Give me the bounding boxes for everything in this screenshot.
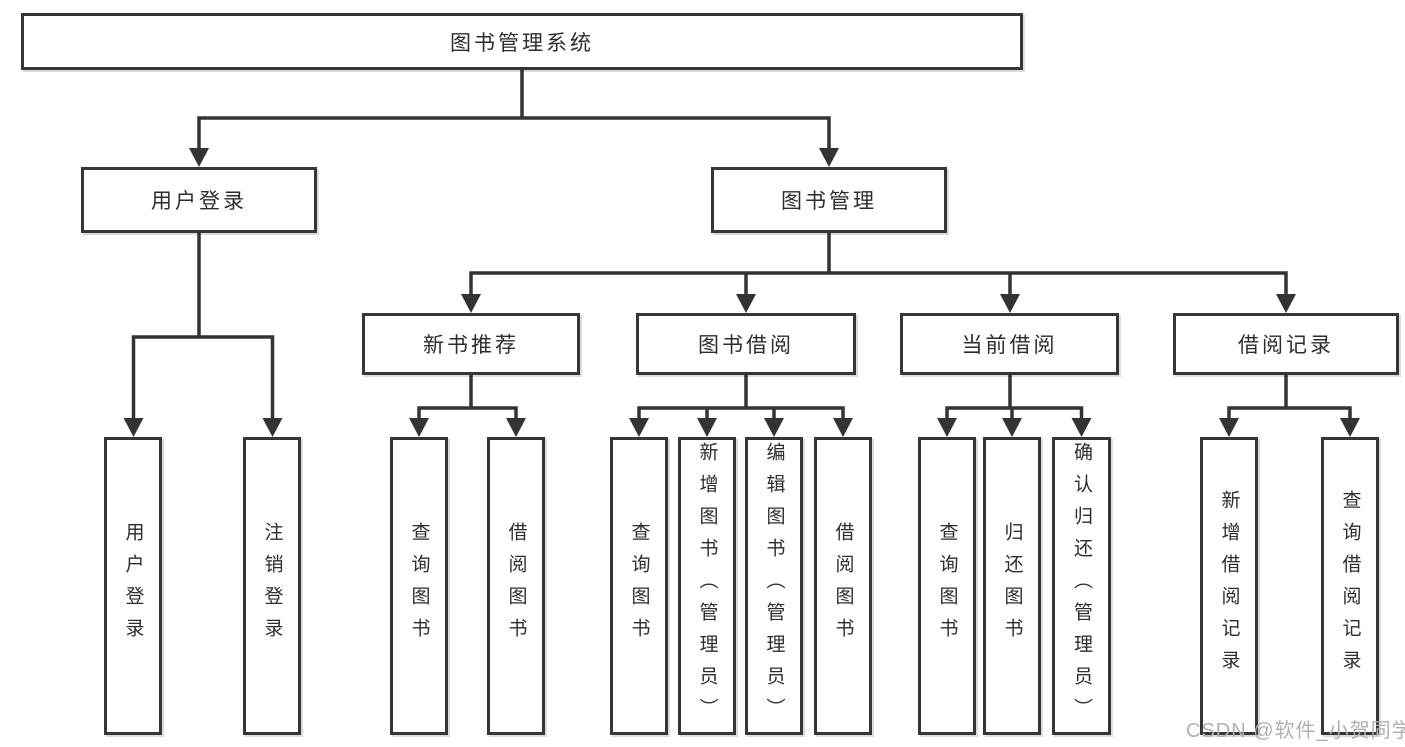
connector-root-to-level2	[189, 68, 839, 167]
leaf-return-books: 归还图书	[983, 437, 1041, 735]
node-user-login: 用户登录	[81, 167, 317, 233]
arrowhead-icon	[1002, 418, 1022, 437]
node-book-borrowing: 图书借阅	[636, 313, 856, 375]
node-book-management: 图书管理	[711, 167, 947, 233]
leaf-add-books-admin: 新增图书（管理员）	[678, 437, 736, 735]
node-borrowing-records: 借阅记录	[1173, 313, 1399, 375]
arrowhead-icon	[819, 148, 839, 167]
arrowhead-icon	[262, 418, 283, 437]
leaf-edit-books-admin: 编辑图书（管理员）	[745, 437, 803, 735]
leaf-label: 借阅图书	[832, 522, 854, 650]
leaf-label: 注销登录	[261, 522, 283, 650]
connector-current-borrowing-to-leaves	[937, 373, 1092, 437]
leaf-add-borrow-record: 新增借阅记录	[1200, 437, 1258, 735]
node-label: 图书管理	[781, 190, 877, 213]
node-label: 当前借阅	[961, 334, 1058, 357]
leaf-query-books: 查询图书	[610, 437, 668, 735]
leaf-query-books: 查询图书	[918, 437, 976, 735]
arrowhead-icon	[833, 418, 853, 437]
node-label: 图书管理系统	[450, 31, 594, 55]
leaf-query-borrow-record: 查询借阅记录	[1321, 437, 1379, 735]
arrowhead-icon	[1340, 418, 1360, 437]
node-new-book-recommendation: 新书推荐	[362, 313, 580, 375]
arrowhead-icon	[1219, 418, 1239, 437]
leaf-label: 查询借阅记录	[1339, 490, 1361, 682]
leaf-label: 归还图书	[1001, 522, 1023, 650]
leaf-label: 查询图书	[408, 522, 430, 650]
arrowhead-icon	[764, 418, 784, 437]
arrowhead-icon	[1276, 294, 1296, 313]
connector-user-login-to-leaves	[123, 231, 283, 437]
connector-book-borrowing-to-leaves	[629, 373, 853, 437]
node-library-system: 图书管理系统	[21, 13, 1023, 70]
leaf-borrow-books: 借阅图书	[814, 437, 872, 735]
arrowhead-icon	[697, 418, 717, 437]
leaf-confirm-return-admin: 确认归还（管理员）	[1052, 437, 1111, 735]
node-label: 借阅记录	[1238, 334, 1334, 357]
arrowhead-icon	[937, 418, 957, 437]
leaf-query-books: 查询图书	[390, 437, 448, 735]
node-label: 图书借阅	[698, 334, 794, 357]
leaf-label: 查询图书	[628, 522, 650, 650]
arrowhead-icon	[629, 418, 649, 437]
node-current-borrowing: 当前借阅	[900, 313, 1119, 375]
connector-borrowing-records-to-leaves	[1219, 373, 1360, 437]
node-label: 新书推荐	[423, 334, 519, 357]
csdn-watermark: CSDN @软件_小贺同学	[1186, 720, 1405, 742]
arrowhead-icon	[1000, 294, 1020, 313]
leaf-user-login: 用户登录	[104, 437, 162, 735]
leaf-label: 编辑图书（管理员）	[763, 442, 785, 730]
arrowhead-icon	[1071, 418, 1092, 437]
arrowhead-icon	[409, 418, 429, 437]
arrowhead-icon	[506, 418, 526, 437]
leaf-logout: 注销登录	[243, 437, 301, 735]
arrowhead-icon	[461, 294, 481, 313]
leaf-label: 新增借阅记录	[1218, 490, 1240, 682]
leaf-label: 借阅图书	[505, 522, 527, 650]
node-label: 用户登录	[151, 190, 247, 213]
leaf-label: 新增图书（管理员）	[696, 442, 718, 730]
arrowhead-icon	[736, 294, 756, 313]
leaf-label: 查询图书	[936, 522, 958, 650]
arrowhead-icon	[189, 148, 209, 167]
leaf-label: 确认归还（管理员）	[1071, 442, 1092, 730]
arrowhead-icon	[123, 418, 144, 437]
leaf-borrow-books: 借阅图书	[487, 437, 545, 735]
leaf-label: 用户登录	[122, 522, 144, 650]
connector-new-book-to-leaves	[409, 373, 526, 437]
connector-book-management-to-level3	[461, 231, 1296, 313]
